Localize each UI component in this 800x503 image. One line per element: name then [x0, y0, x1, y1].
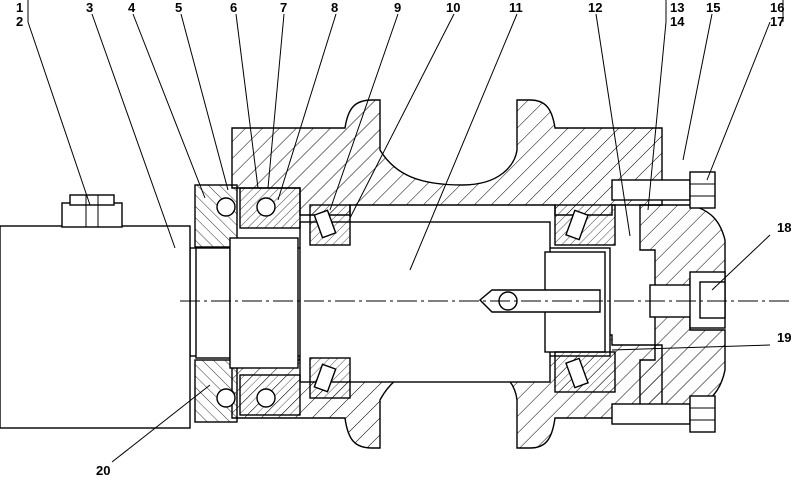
callout-7: 7 — [280, 0, 287, 15]
callout-1: 1 — [16, 0, 23, 15]
right-bearing-top — [554, 204, 616, 246]
callout-4: 4 — [128, 0, 136, 15]
callout-20: 20 — [96, 463, 110, 478]
callout-8: 8 — [331, 0, 338, 15]
callout-18: 18 — [777, 220, 791, 235]
left-bearing-top — [216, 187, 351, 246]
callout-14: 14 — [670, 14, 685, 29]
left-bearing-bottom — [216, 357, 351, 416]
callout-9: 9 — [394, 0, 401, 15]
callout-6: 6 — [230, 0, 237, 15]
callout-2: 2 — [16, 14, 23, 29]
leader-lines — [27, 0, 784, 463]
callout-12: 12 — [588, 0, 602, 15]
callout-10: 10 — [446, 0, 460, 15]
callout-11: 11 — [509, 0, 523, 15]
callout-15: 15 — [706, 0, 720, 15]
right-bolt-top — [611, 171, 716, 209]
callout-5: 5 — [175, 0, 182, 15]
right-bearing-bottom — [554, 351, 616, 393]
callout-17: 17 — [770, 14, 784, 29]
right-bolt-bottom — [611, 395, 716, 433]
end-plug — [689, 271, 726, 329]
callout-16: 16 — [770, 0, 784, 15]
left-collar — [194, 184, 299, 423]
left-housing — [0, 194, 191, 429]
callouts: 1 2 3 4 5 6 7 8 9 10 11 12 13 14 15 16 1… — [16, 0, 791, 478]
callout-13: 13 — [670, 0, 684, 15]
callout-19: 19 — [777, 330, 791, 345]
callout-3: 3 — [86, 0, 93, 15]
